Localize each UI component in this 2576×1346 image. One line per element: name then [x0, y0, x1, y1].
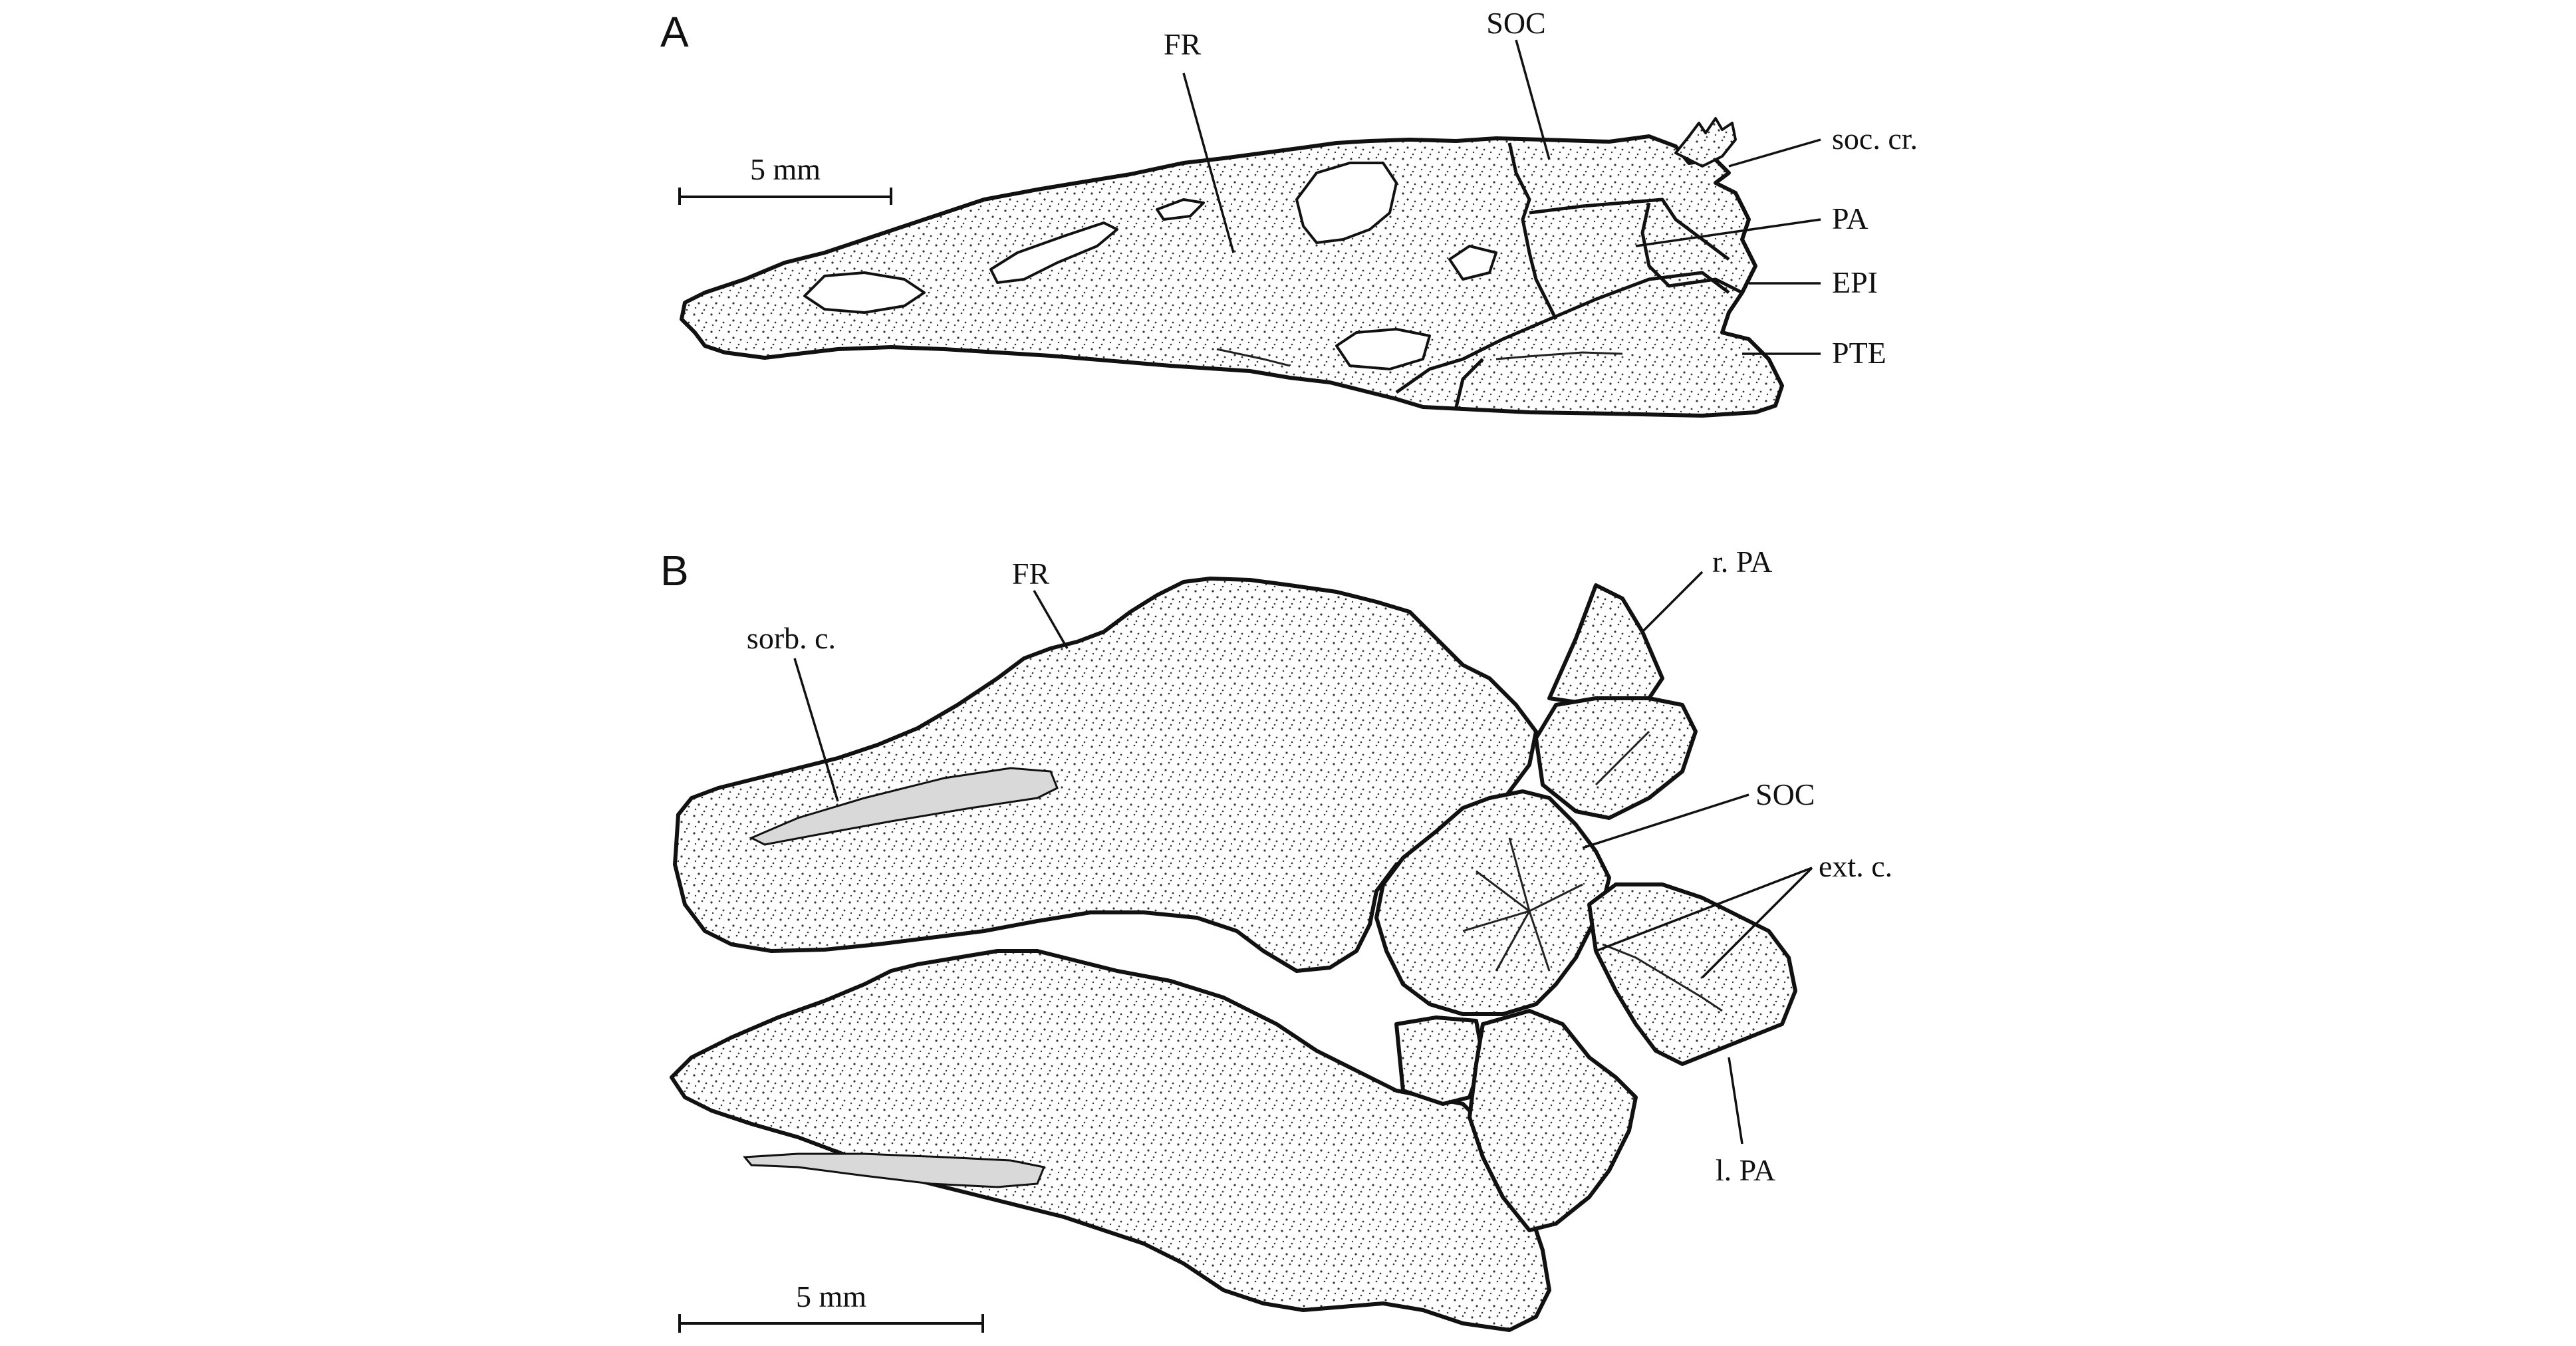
panel-b-label-soc: SOC	[1755, 777, 1815, 811]
panel-a-opening-1	[803, 271, 926, 314]
panel-a-scale-label: 5 mm	[750, 152, 821, 186]
panel-b-leader-sorb-c	[793, 658, 839, 802]
panel-b-leader-r-pa	[1641, 571, 1704, 633]
panel-b-leader-ext-c-2	[1701, 867, 1813, 979]
panel-a-leader-pa	[1635, 218, 1821, 247]
panel-a-opening-6	[1448, 245, 1497, 281]
panel-b-leader-soc	[1582, 793, 1749, 849]
panel-a-label-soc-cr: soc. cr.	[1832, 122, 1918, 156]
panel-a-scale-bar: 5 mm	[678, 152, 892, 205]
panel-a-suture-epi	[1640, 202, 1743, 295]
panel-b-right-frontal	[673, 577, 1538, 973]
panel-a-suture-pa	[1529, 198, 1730, 261]
panel-b-label-fr: FR	[1012, 557, 1050, 591]
panel-b-left-frontal	[670, 949, 1551, 1332]
panel-a-skull-roof	[680, 117, 1784, 418]
panel-b-sorb-canal-left	[742, 1152, 1046, 1188]
panel-b-label-r-pa: r. PA	[1712, 545, 1772, 579]
panel-b-leader-ext-c-1	[1595, 867, 1813, 952]
panel-b-lower-piece-2	[1468, 1009, 1638, 1232]
panel-b-label-ext-c: ext. c.	[1819, 849, 1892, 883]
panel-b-letter: B	[660, 547, 689, 595]
panel-b-left-parietal	[1587, 882, 1797, 1066]
panel-a-surface-line-1	[1495, 351, 1623, 360]
panel-b-scale-bar: 5 mm	[678, 1279, 984, 1333]
panel-b: B 5 mm FR sorb. c.	[660, 545, 1892, 1333]
panel-b-leader-l-pa	[1728, 1057, 1743, 1144]
panel-a-label-fr: FR	[1164, 27, 1202, 61]
panel-a: A 5 mm	[660, 6, 1918, 418]
panel-a-leader-soc	[1515, 39, 1551, 160]
panel-a-opening-3	[1156, 198, 1205, 221]
panel-b-label-sorb-c: sorb. c.	[747, 621, 836, 655]
panel-a-soc-crest	[1674, 117, 1737, 168]
panel-a-surface-line-2	[1216, 348, 1291, 367]
panel-b-scale-label: 5 mm	[796, 1279, 866, 1313]
panel-a-suture-soc	[1507, 142, 1558, 321]
panel-a-opening-2	[989, 221, 1118, 284]
panel-a-suture-lower	[1454, 358, 1484, 408]
panel-a-label-soc: SOC	[1486, 6, 1545, 40]
panel-b-label-l-pa: l. PA	[1716, 1153, 1775, 1187]
panel-b-lower-piece-1	[1394, 1015, 1485, 1106]
panel-a-leader-soc-cr	[1728, 138, 1821, 168]
panel-b-sorb-canal-right	[749, 767, 1059, 846]
panel-a-suture-pte	[1395, 271, 1730, 394]
panel-a-opening-5	[1335, 328, 1431, 370]
panel-b-soc-radial-1	[1462, 837, 1583, 972]
panel-a-label-pte: PTE	[1832, 336, 1886, 370]
panel-b-right-parietal-upper	[1547, 583, 1664, 707]
panel-a-label-pa: PA	[1832, 202, 1868, 235]
panel-a-opening-4	[1295, 162, 1398, 244]
panel-b-right-parietal-lower	[1534, 696, 1698, 820]
panel-b-ext-canal	[1602, 943, 1723, 1012]
panel-a-letter: A	[660, 8, 689, 56]
panel-b-leader-fr	[1033, 590, 1069, 649]
panel-a-label-epi: EPI	[1832, 265, 1878, 299]
panel-a-leader-fr	[1182, 72, 1235, 253]
panel-b-r-pa-canal	[1595, 730, 1650, 786]
